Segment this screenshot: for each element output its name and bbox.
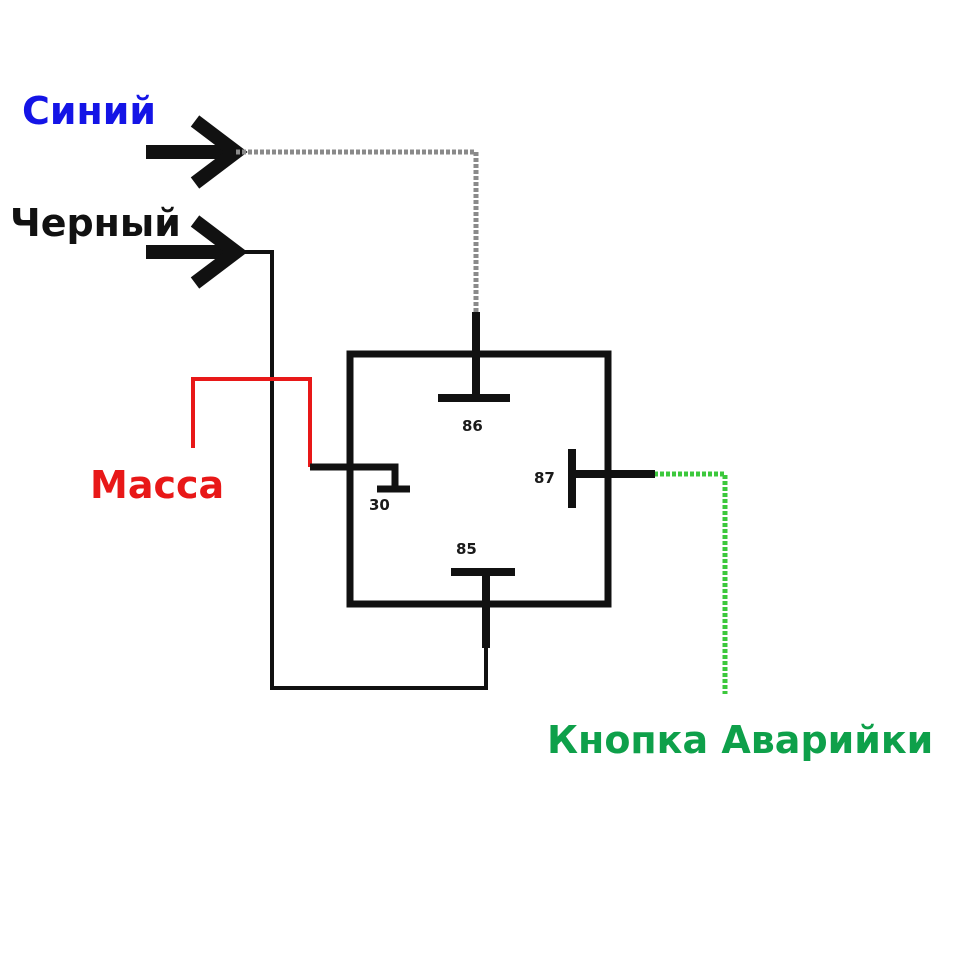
hazard-button-label: Кнопка Аварийки bbox=[547, 718, 933, 762]
pin-85-label: 85 bbox=[456, 540, 477, 558]
blue-wire bbox=[236, 149, 479, 312]
ground-wire bbox=[191, 377, 312, 467]
pin-86-label: 86 bbox=[462, 417, 483, 435]
pin-86-terminal bbox=[438, 312, 510, 402]
pin-85-terminal bbox=[451, 568, 515, 648]
pin-87-label: 87 bbox=[534, 469, 555, 487]
pin-30-label: 30 bbox=[369, 496, 390, 514]
blue-input-arrow-icon bbox=[146, 115, 248, 189]
black-wire-label: Черный bbox=[10, 201, 181, 245]
ground-label: Масса bbox=[90, 463, 224, 507]
black-wire bbox=[236, 250, 488, 690]
pin-87-terminal bbox=[568, 449, 655, 508]
blue-wire-label: Синий bbox=[22, 89, 156, 133]
pin-30-terminal bbox=[310, 463, 410, 493]
hazard-button-wire bbox=[654, 471, 728, 694]
